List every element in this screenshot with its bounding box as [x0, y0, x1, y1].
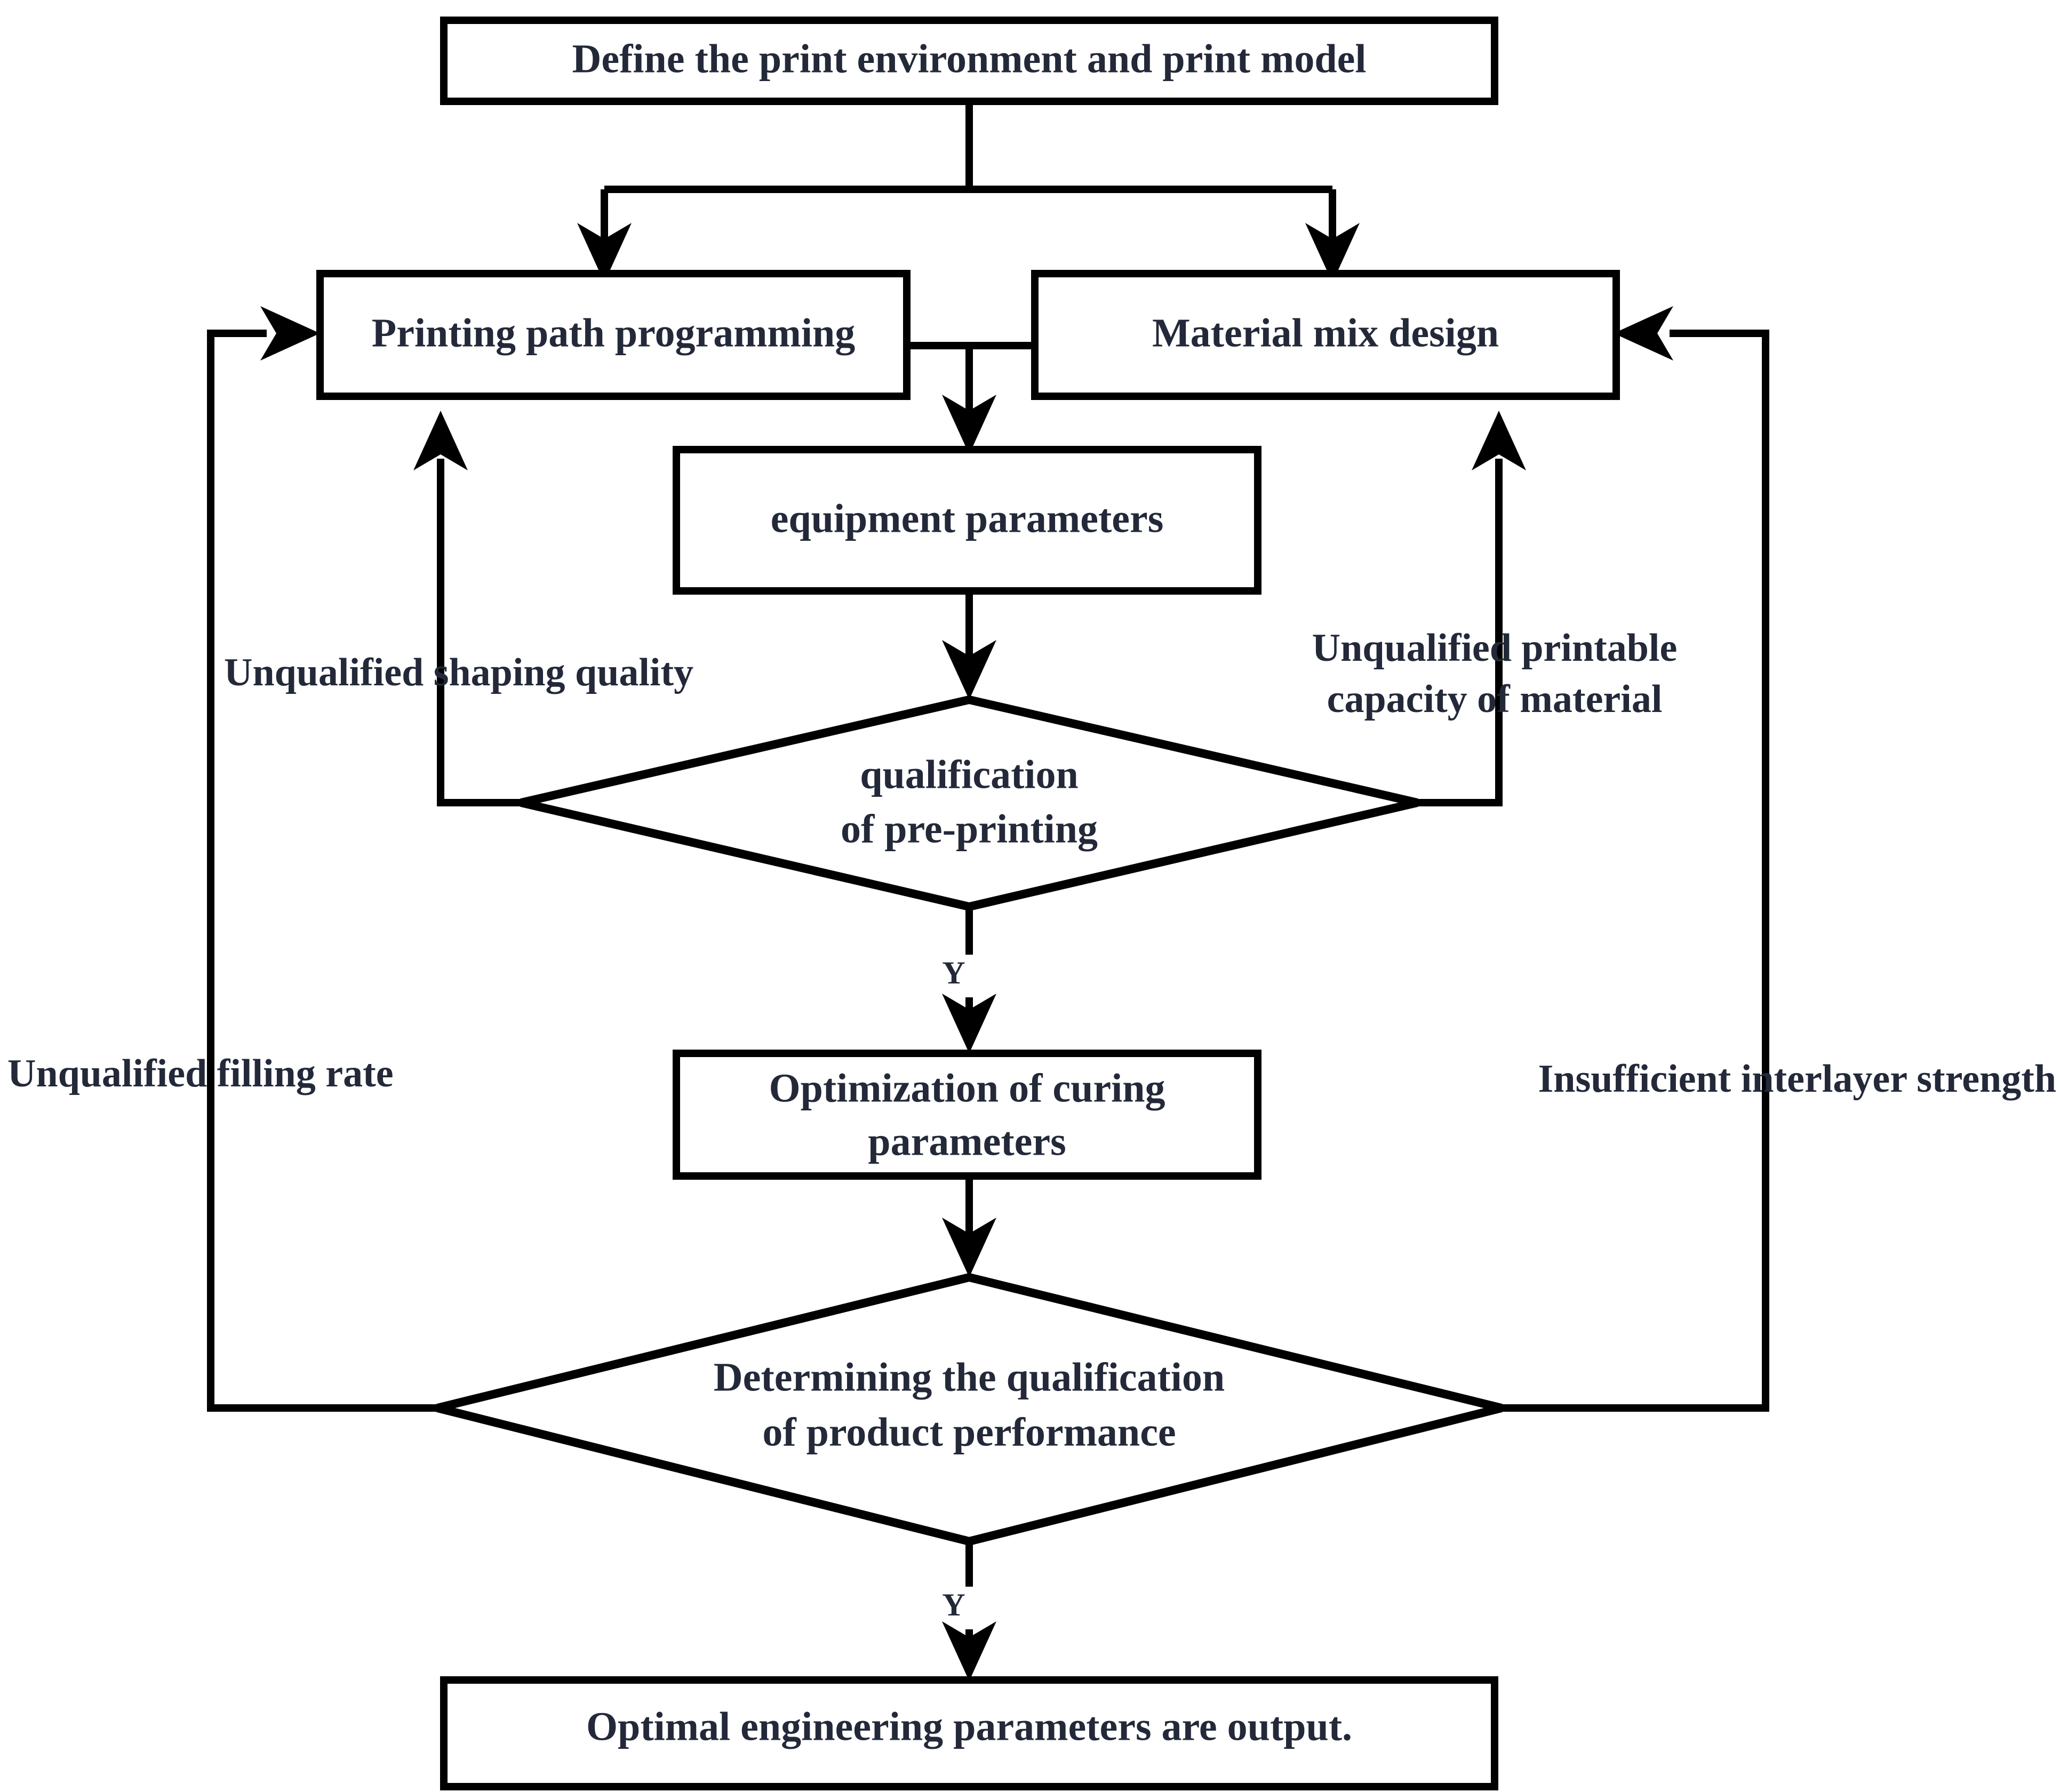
edge-label-unqualified-shaping-quality: Unqualified shaping quality [224, 651, 693, 694]
node-equipment-parameters-label: equipment parameters [771, 496, 1164, 541]
arrowhead-to-output-box [942, 1621, 996, 1681]
node-prodqual-diamond[interactable] [436, 1273, 1503, 1546]
node-equipment-parameters-box[interactable] [673, 446, 1261, 595]
edge-label-unqualified-printable-capacity-line1: Unqualified printable [1312, 626, 1678, 670]
arrowhead-to-printing-path-feedback [413, 411, 468, 470]
node-output-box[interactable] [440, 1676, 1498, 1790]
arrowhead-to-material-mix-feedback [1472, 411, 1526, 470]
edge-label-insufficient-interlayer-strength: Insufficient interlayer strength [1538, 1057, 2056, 1101]
node-define-label: Define the print environment and print m… [572, 36, 1366, 81]
arrowhead-to-prequal-diamond [942, 640, 996, 700]
edge-label-yes-product: Y [942, 1587, 965, 1622]
node-curing-label-line2: parameters [868, 1119, 1066, 1164]
node-prequal-label-line1: qualification [860, 752, 1079, 797]
edge-prodqual-right-feedback [1502, 330, 1769, 1412]
node-output-label: Optimal engineering parameters are outpu… [586, 1704, 1352, 1749]
node-material-mix-label: Material mix design [1152, 310, 1499, 355]
node-printing-path-box[interactable] [316, 270, 911, 400]
arrowhead-interlayer-to-material-mix [1614, 306, 1673, 361]
arrowhead-to-equipment-parameters [942, 395, 996, 454]
node-prequal-label-line2: of pre-printing [841, 806, 1098, 851]
node-define-box[interactable] [440, 17, 1498, 105]
edge-label-unqualified-printable-capacity-line2: capacity of material [1327, 677, 1663, 721]
arrowhead-to-material-mix [1305, 223, 1360, 283]
node-printing-path-label: Printing path programming [372, 310, 855, 355]
edge-label-yes-preprint: Y [942, 955, 965, 990]
node-prodqual-label-line1: Determining the qualification [714, 1355, 1225, 1399]
arrowhead-to-printing-path [577, 223, 632, 283]
node-prequal-diamond[interactable] [520, 695, 1418, 911]
node-curing-box[interactable] [673, 1050, 1261, 1180]
node-prodqual-label-line2: of product performance [762, 1410, 1176, 1454]
edge-prequal-right-feedback [1417, 459, 1503, 806]
edge-label-unqualified-filling-rate: Unqualified filling rate [7, 1052, 394, 1095]
arrowhead-to-curing-box [942, 994, 996, 1053]
edge-prequal-left-feedback [437, 459, 521, 806]
edge-prodqual-left-feedback [207, 330, 437, 1412]
arrowhead-filling-rate-to-printing-path [260, 306, 320, 361]
node-material-mix-box[interactable] [1031, 270, 1620, 400]
arrowhead-to-prodqual-diamond [942, 1218, 996, 1277]
node-curing-label-line1: Optimization of curing [769, 1066, 1165, 1110]
